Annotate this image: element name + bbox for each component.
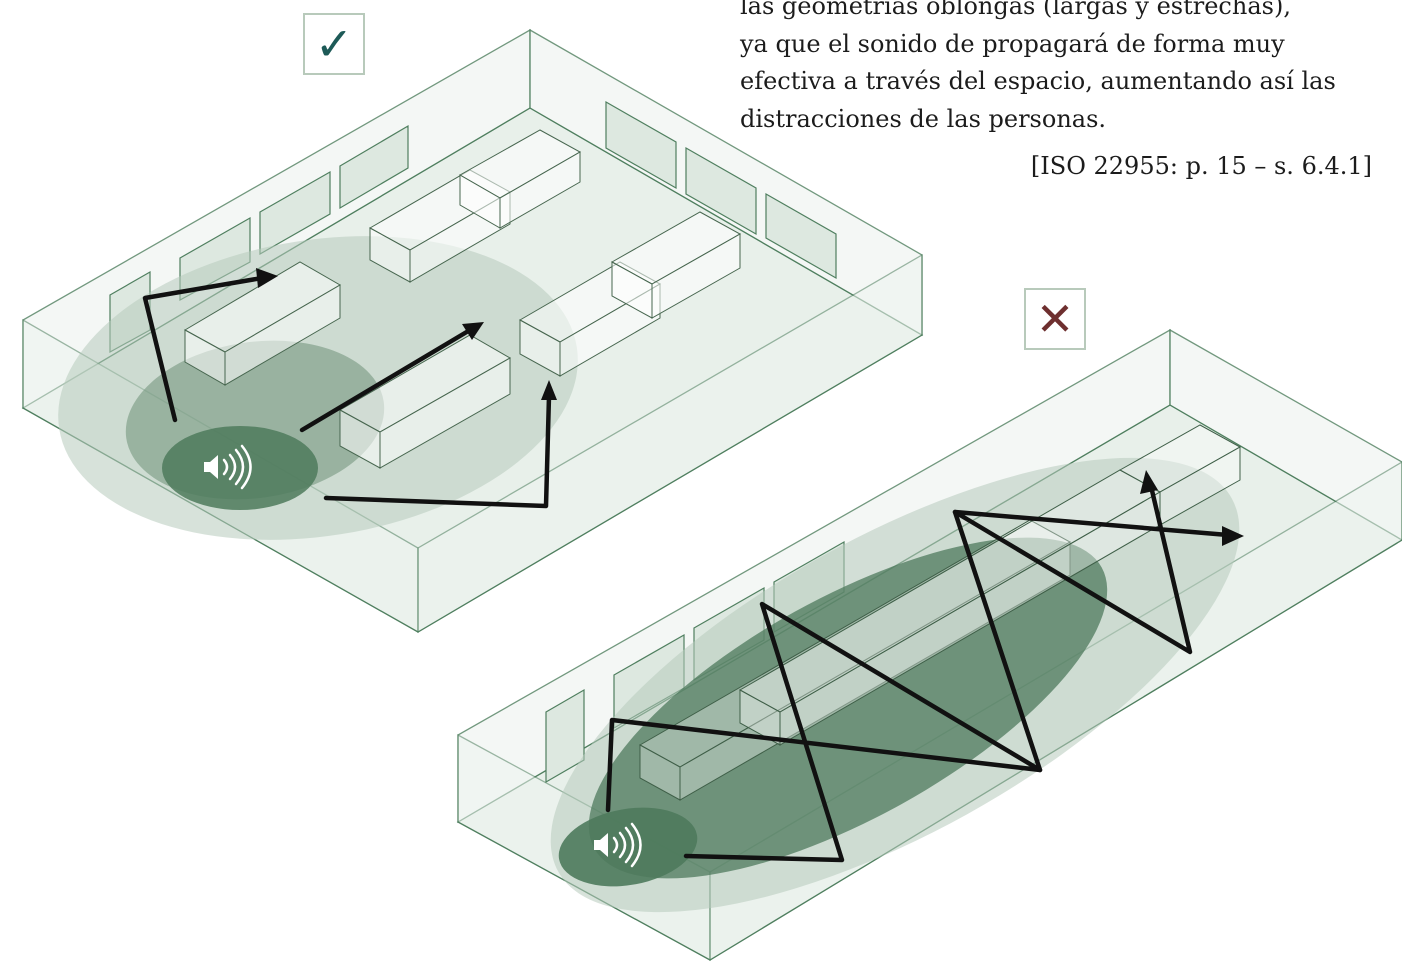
- oblong-sound-zone-inner: [558, 807, 698, 887]
- oblong-room: [456, 328, 1402, 962]
- compact-room: [21, 28, 924, 634]
- caption-line: ya que el sonido de propagará de forma m…: [740, 29, 1285, 58]
- compact-sound-zone-inner: [162, 426, 318, 510]
- speaker-sound-icon: [594, 822, 642, 868]
- compact-arrowheads: [256, 268, 557, 400]
- speaker-sound-icon: [204, 444, 252, 490]
- oblong-arrowheads: [1140, 470, 1244, 546]
- not-recommended-cross-icon: ✕: [1024, 288, 1086, 350]
- compact-room-side-wall: [417, 253, 923, 634]
- caption-line: distracciones de las personas.: [740, 104, 1107, 133]
- caption-line: efectiva a través del espacio, aumentand…: [740, 67, 1336, 95]
- oblong-reflection-arrows: [605, 479, 1231, 863]
- cross-glyph: ✕: [1035, 292, 1075, 346]
- compact-reflection-arrows: [142, 275, 552, 509]
- standard-citation: [ISO 22955: p. 15 – s. 6.4.1]: [1030, 152, 1372, 180]
- compact-room-desks: [183, 129, 742, 469]
- recommended-check-icon: ✓: [303, 13, 365, 75]
- check-glyph: ✓: [314, 17, 354, 71]
- oblong-room-right-wall: [1169, 328, 1402, 541]
- caption-line: las geometrías oblongas (largas y estrec…: [740, 0, 1291, 20]
- explanation-text: las geometrías oblongas (largas y estrec…: [740, 0, 1380, 138]
- oblong-sound-zone-mid: [588, 537, 1108, 879]
